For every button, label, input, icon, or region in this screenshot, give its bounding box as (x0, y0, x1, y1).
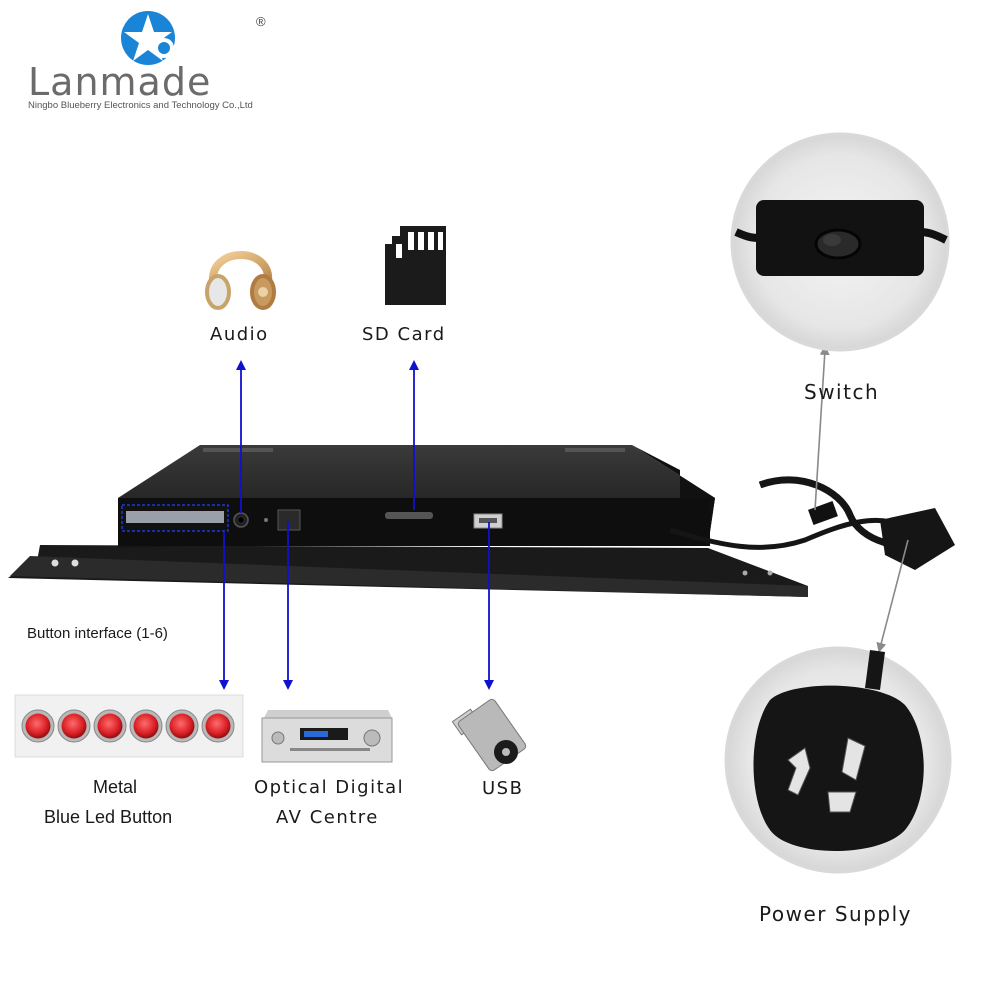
red-led-button (25, 713, 51, 739)
headphones-icon (205, 251, 276, 310)
brand-subtitle: Ningbo Blueberry Electronics and Technol… (28, 100, 253, 111)
metal-button-row (14, 694, 244, 758)
audio-label: Audio (210, 324, 269, 345)
red-led-button (61, 713, 87, 739)
usb-label: USB (482, 778, 524, 799)
button-interface-label: Button interface (1-6) (27, 625, 168, 642)
av-receiver-icon (261, 710, 393, 763)
red-led-button (97, 713, 123, 739)
power-plug-icon (724, 646, 952, 874)
blue-led-button-label: Blue Led Button (44, 807, 173, 827)
switch-arrow (814, 345, 830, 511)
power-supply-label: Power Supply (759, 902, 912, 926)
lanmade-star-logo-icon (121, 11, 175, 65)
red-led-button (205, 713, 231, 739)
brand-name: Lanmade (28, 60, 212, 104)
red-led-button (169, 713, 195, 739)
power-supply-arrow (876, 539, 909, 653)
red-led-button (133, 713, 159, 739)
av-centre-label: AV Centre (276, 807, 379, 828)
switch-label: Switch (804, 380, 880, 404)
sd-card-label: SD Card (362, 324, 446, 345)
usb-drive-icon (451, 698, 527, 772)
optical-digital-label: Optical Digital (254, 777, 405, 798)
registered-mark: ® (256, 14, 266, 29)
metal-label: Metal (93, 777, 138, 797)
rocker-switch-icon (730, 132, 950, 352)
monitor-device (8, 445, 955, 597)
sd-card-icon (385, 226, 446, 305)
